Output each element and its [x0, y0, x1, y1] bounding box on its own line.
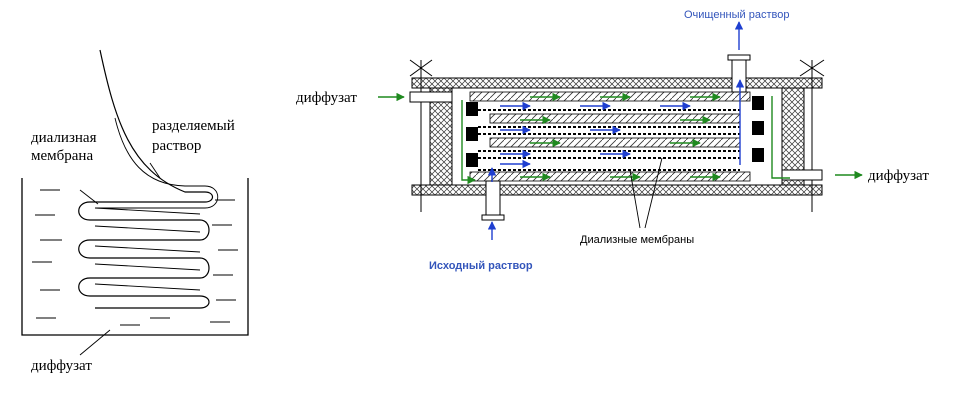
membrane-label-line2: мембрана — [31, 148, 93, 164]
diffusate-label-left: диффузат — [31, 358, 92, 374]
leader-diffusate — [79, 329, 111, 356]
solution-flow-arrows — [487, 21, 745, 240]
membrane-coil — [78, 49, 214, 309]
diffusate-in-label: диффузат — [296, 90, 357, 106]
purified-solution-label: Очищенный раствор — [684, 9, 789, 21]
left-tank-diagram: диализная мембрана разделяемый раствор д… — [21, 49, 249, 374]
right-dialyzer-diagram: диффузат диффузат Очищенный раствор Исхо… — [296, 9, 929, 272]
support-posts — [409, 59, 825, 212]
membrane-leaders — [629, 157, 663, 229]
vessel — [21, 178, 249, 336]
membrane-label-line1: диализная — [31, 130, 97, 146]
membrane-coil-inner — [94, 117, 219, 291]
inner-chamber — [451, 87, 783, 186]
bottom-plate — [411, 184, 823, 196]
diffusate-flow-arrows — [378, 92, 863, 185]
top-plate — [411, 77, 823, 89]
leader-solution — [149, 162, 161, 179]
membranes-label: Диализные мембраны — [580, 234, 694, 246]
leader-membrane — [79, 189, 99, 205]
diffusate-out-label: диффузат — [868, 168, 929, 184]
liquid-lines — [32, 189, 238, 326]
seal-blocks — [466, 96, 764, 167]
solution-label-line1: разделяемый — [152, 118, 235, 134]
left-side-block — [429, 87, 453, 186]
initial-solution-label: Исходный раствор — [429, 260, 533, 272]
solution-label-line2: раствор — [152, 138, 201, 154]
